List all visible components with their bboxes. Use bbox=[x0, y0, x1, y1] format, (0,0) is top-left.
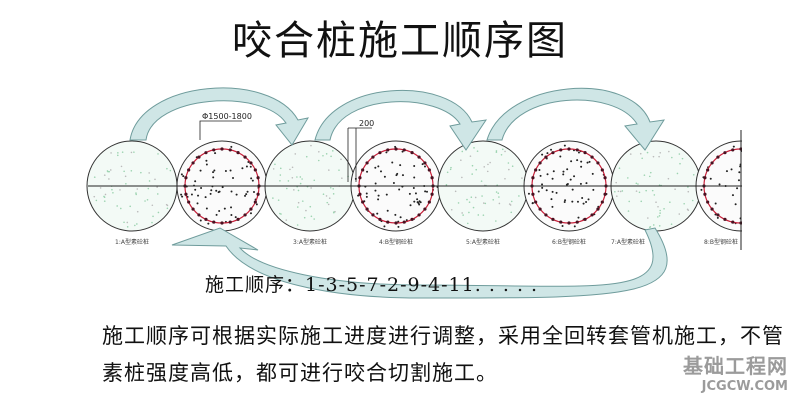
watermark: 基础工程网 JCGCW.COM bbox=[683, 350, 788, 394]
pile-label: 6:B型钢砼桩 bbox=[552, 238, 586, 246]
pile-label: 1:A型素砼桩 bbox=[115, 238, 149, 246]
diameter-label: Φ1500-1800 bbox=[202, 112, 252, 121]
arrow-1-to-3 bbox=[129, 87, 310, 146]
pile-label: 5:A型素砼桩 bbox=[466, 238, 500, 246]
watermark-en: JCGCW.COM bbox=[701, 379, 788, 394]
overlap-label: 200 bbox=[359, 119, 374, 128]
diameter-leader bbox=[199, 120, 242, 140]
arrow-7-to-2 bbox=[171, 227, 668, 299]
watermark-cn: 基础工程网 bbox=[683, 354, 788, 378]
pile-label: 7:A型素砼桩 bbox=[611, 238, 645, 246]
page-title: 咬合桩施工顺序图 bbox=[232, 18, 568, 64]
arrow-3-to-5 bbox=[314, 89, 488, 151]
arrow-5-to-7 bbox=[486, 87, 666, 151]
pile-label: 4:B型钢砼桩 bbox=[379, 238, 413, 246]
sequence-text: 施工顺序：1-3-5-7-2-9-4-11. . . . . bbox=[205, 274, 539, 296]
description-paragraph: 施工顺序可根据实际施工进度进行调整，采用全回转套管机施工，不管素桩强度高低，都可… bbox=[102, 324, 784, 385]
pile-label: 8:B型钢砼桩 bbox=[704, 238, 738, 246]
pile-label: 3:A型素砼桩 bbox=[293, 238, 327, 246]
